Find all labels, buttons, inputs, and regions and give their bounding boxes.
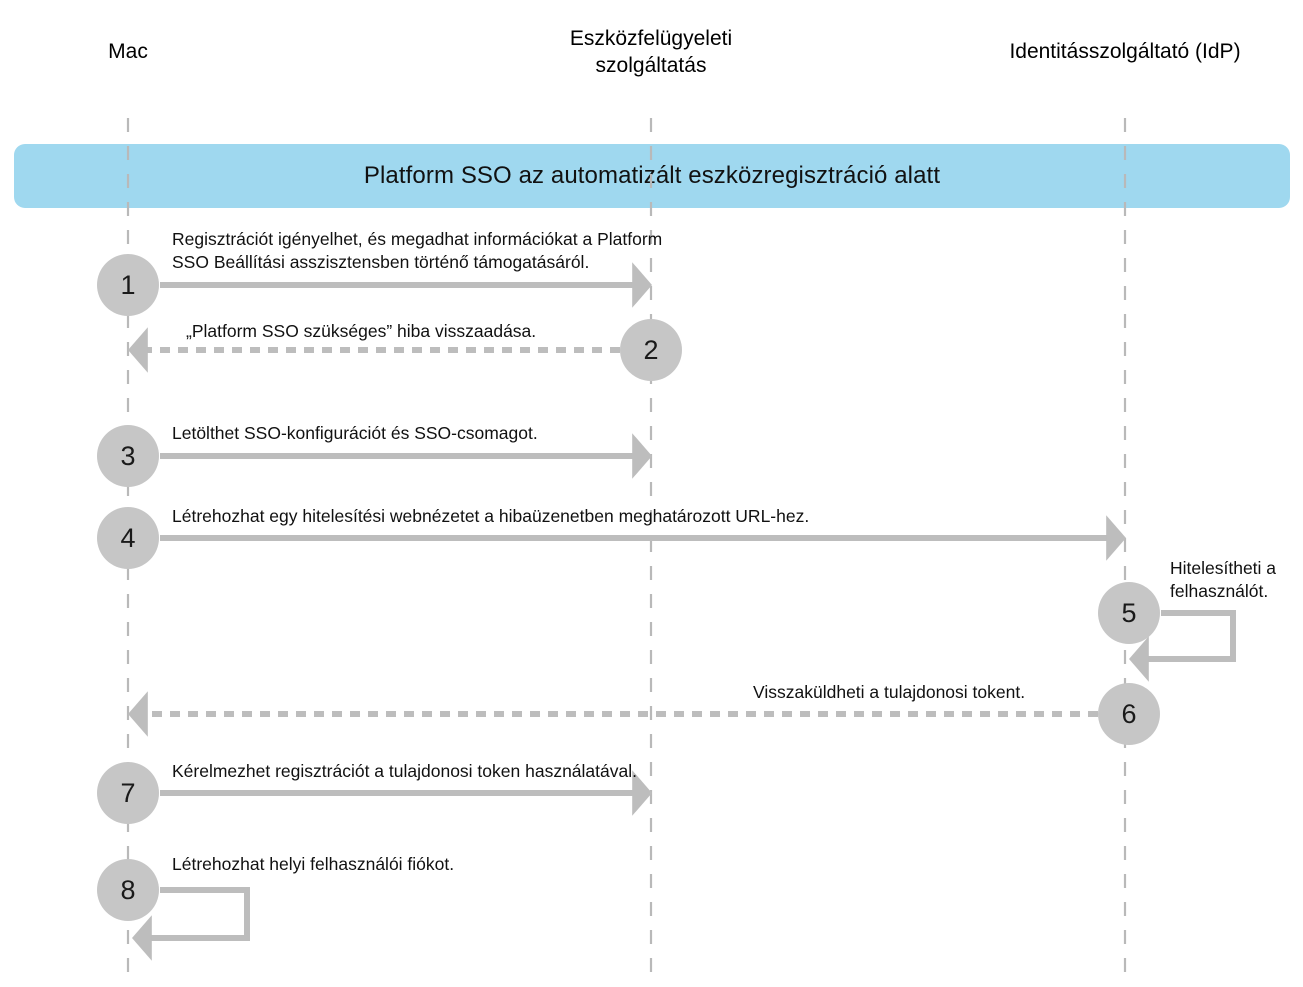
step-number-7: 7 bbox=[120, 777, 136, 808]
arrow-step-5-self-loop bbox=[1129, 610, 1236, 682]
step-number-4: 4 bbox=[120, 522, 136, 553]
step-badge-3: 3 bbox=[97, 425, 159, 487]
step-label-8: Létrehozhat helyi felhasználói fiókot. bbox=[172, 854, 455, 874]
step-number-5: 5 bbox=[1121, 597, 1137, 628]
lane-header-mac: Mac bbox=[108, 40, 148, 63]
step-number-3: 3 bbox=[120, 440, 136, 471]
step-number-6: 6 bbox=[1121, 698, 1137, 729]
step-number-8: 8 bbox=[120, 874, 136, 905]
step-label-1: Regisztrációt igényelhet, és megadhat in… bbox=[172, 229, 663, 272]
step-label-6: Visszaküldheti a tulajdonosi tokent. bbox=[753, 682, 1026, 702]
step-label-5: Hitelesítheti a felhasználót. bbox=[1170, 558, 1277, 601]
step-label-3: Letölthet SSO-konfigurációt és SSO-csoma… bbox=[172, 423, 538, 443]
step-number-1: 1 bbox=[120, 269, 136, 300]
step-label-2: „Platform SSO szükséges” hiba visszaadás… bbox=[186, 321, 537, 341]
step-number-2: 2 bbox=[643, 334, 659, 365]
step-badge-4: 4 bbox=[97, 507, 159, 569]
lane-header-device-management-service: Eszközfelügyeleti szolgáltatás bbox=[569, 27, 733, 77]
step-badge-5: 5 bbox=[1098, 582, 1160, 644]
lane-header-identity-provider: Identitásszolgáltató (IdP) bbox=[1009, 40, 1241, 63]
step-badge-1: 1 bbox=[97, 254, 159, 316]
step-badge-7: 7 bbox=[97, 762, 159, 824]
step-badge-8: 8 bbox=[97, 859, 159, 921]
step-label-4: Létrehozhat egy hitelesítési webnézetet … bbox=[172, 506, 810, 526]
step-badge-6: 6 bbox=[1098, 683, 1160, 745]
message-arrows bbox=[128, 262, 1236, 961]
arrow-step-8-self-loop bbox=[132, 887, 250, 961]
step-badge-2: 2 bbox=[620, 319, 682, 381]
step-label-7: Kérelmezhet regisztrációt a tulajdonosi … bbox=[172, 761, 637, 781]
